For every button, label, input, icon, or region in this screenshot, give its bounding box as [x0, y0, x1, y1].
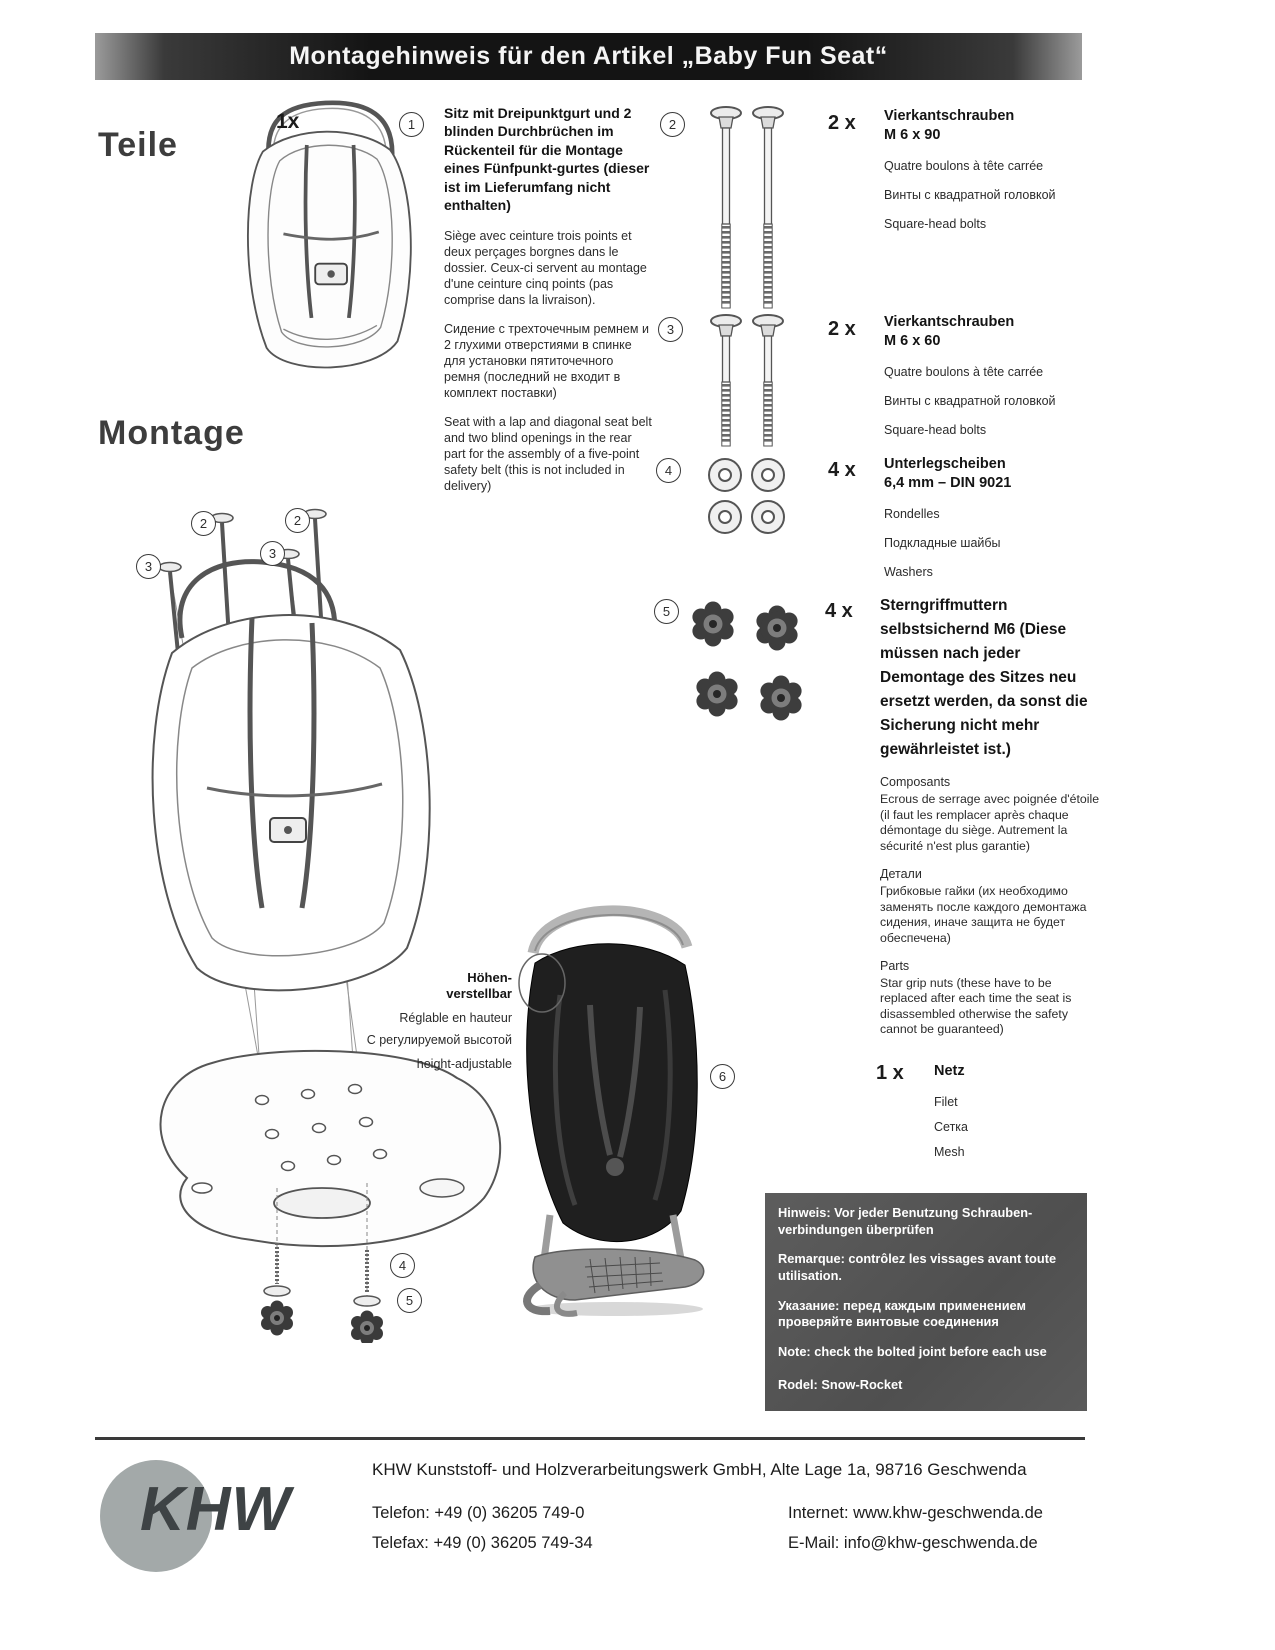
part-5-fr: Ecrous de serrage avec poignée d'étoile … — [880, 792, 1100, 853]
star-grip-nuts-illustration — [692, 601, 802, 721]
part-5-text: Sterngriffmuttern selbstsichernd M6 (Die… — [880, 594, 1102, 1038]
part-2-fr: Quatre boulons à tête carrée — [884, 159, 1044, 174]
part-1-fr: Siège avec ceinture trois points et deux… — [444, 228, 647, 307]
height-adjust-fr: Réglable en hauteur — [399, 1010, 512, 1025]
part-3-ru: Винты с квадратной головкой — [884, 394, 1056, 409]
callout-4: 4 — [656, 458, 681, 483]
section-heading-teile: Teile — [98, 126, 178, 164]
footer-divider — [95, 1437, 1085, 1440]
part-4-qty: 4 x — [828, 459, 856, 481]
diagram-callout-2b: 2 — [285, 508, 310, 533]
height-adjust-de: Höhen- verstellbar — [446, 970, 512, 1002]
bolts-m6x60-illustration — [710, 314, 784, 447]
logo-text: KHW — [140, 1475, 292, 1544]
part-5-qty: 4 x — [825, 600, 853, 622]
diagram-callout-2a: 2 — [191, 511, 216, 536]
callout-2: 2 — [660, 112, 685, 137]
callout-5: 5 — [654, 599, 679, 624]
part-2-ru: Винты с квадратной головкой — [884, 188, 1056, 203]
part-1-title: Sitz mit Dreipunktgurt und 2 blinden Dur… — [444, 105, 650, 214]
diagram-callout-4: 4 — [390, 1253, 415, 1278]
part-2-title: Vierkantschrauben M 6 x 90 — [884, 108, 1015, 144]
part-6-text: Netz Filet Сетка Mesh — [934, 1062, 1094, 1160]
part-1-qty: 1x — [276, 110, 300, 133]
bolts-m6x90-illustration — [710, 106, 784, 309]
section-heading-montage: Montage — [98, 414, 245, 452]
part-5-title: Sterngriffmuttern selbstsichernd M6 (Die… — [880, 597, 1088, 759]
note-en: Note: check the bolted joint before each… — [778, 1343, 1047, 1359]
part-1-ru: Сидение с трехточечным ремнем и 2 глухим… — [444, 321, 649, 400]
part-4-fr: Rondelles — [884, 507, 940, 522]
part-5-fr-label: Composants — [880, 775, 951, 790]
part-3-qty: 2 x — [828, 318, 856, 340]
part-2-text: Vierkantschrauben M 6 x 90 Quatre boulon… — [884, 107, 1099, 232]
callout-6: 6 — [710, 1064, 735, 1089]
assembled-sled-photo — [518, 905, 705, 1317]
part-6-en: Mesh — [934, 1145, 965, 1160]
height-adjust-labels: Höhen- verstellbar Réglable en hauteur С… — [322, 970, 512, 1071]
diagram-callout-5: 5 — [397, 1288, 422, 1313]
note-ru: Указание: перед каждым применением прове… — [778, 1297, 1026, 1330]
part-5-en: Star grip nuts (these have to be replace… — [880, 975, 1072, 1037]
note-box: Hinweis: Vor jeder Benutzung Schrauben-v… — [765, 1193, 1087, 1411]
part-6-title: Netz — [934, 1063, 965, 1079]
callout-3: 3 — [658, 317, 683, 342]
diagram-callout-3a: 3 — [136, 554, 161, 579]
height-adjust-ru: С регулируемой высотой — [366, 1032, 512, 1047]
part-3-en: Square-head bolts — [884, 423, 987, 438]
part-3-fr: Quatre boulons à tête carrée — [884, 365, 1044, 380]
footer-email: E-Mail: info@khw-geschwenda.de — [788, 1534, 1038, 1552]
note-model: Rodel: Snow-Rocket — [778, 1377, 903, 1393]
part-4-text: Unterlegscheiben 6,4 mm – DIN 9021 Ronde… — [884, 455, 1099, 580]
part-3-title: Vierkantschrauben M 6 x 60 — [884, 314, 1015, 350]
exploded-assembly-illustration — [151, 508, 502, 1343]
diagram-callout-3b: 3 — [260, 541, 285, 566]
part-1-en: Seat with a lap and diagonal seat belt a… — [444, 414, 652, 493]
part-5-en-label: Parts — [880, 958, 910, 973]
part-6-qty: 1 x — [876, 1062, 904, 1084]
note-de: Hinweis: Vor jeder Benutzung Schrauben-v… — [778, 1205, 1033, 1237]
footer-internet: Internet: www.khw-geschwenda.de — [788, 1504, 1043, 1522]
part-4-title: Unterlegscheiben 6,4 mm – DIN 9021 — [884, 456, 1012, 492]
part-5-ru-label: Детали — [880, 867, 922, 882]
part-2-en: Square-head bolts — [884, 217, 987, 232]
part-2-qty: 2 x — [828, 112, 856, 134]
part-4-ru: Подкладные шайбы — [884, 536, 1001, 551]
footer-fax: Telefax: +49 (0) 36205 749-34 — [372, 1534, 593, 1552]
part-1-text: Sitz mit Dreipunktgurt und 2 blinden Dur… — [444, 104, 652, 494]
footer-phone: Telefon: +49 (0) 36205 749-0 — [372, 1504, 585, 1522]
logo-circle — [100, 1460, 212, 1572]
part-6-fr: Filet — [934, 1095, 958, 1110]
part-5-ru: Грибковые гайки (их необходимо заменять … — [880, 884, 1087, 945]
height-adjust-en: height-adjustable — [416, 1056, 512, 1071]
part-6-ru: Сетка — [934, 1120, 968, 1135]
khw-logo: KHW — [100, 1452, 360, 1582]
part-3-text: Vierkantschrauben M 6 x 60 Quatre boulon… — [884, 313, 1099, 438]
callout-1: 1 — [399, 112, 424, 137]
part-4-en: Washers — [884, 565, 933, 580]
note-fr: Remarque: contrôlez les vissages avant t… — [778, 1251, 1057, 1283]
page-title: Montagehinweis für den Artikel „Baby Fun… — [95, 33, 1082, 80]
washers-illustration — [708, 458, 785, 534]
seat-illustration — [247, 100, 412, 369]
footer-company: KHW Kunststoff- und Holzverarbeitungswer… — [372, 1460, 1027, 1479]
